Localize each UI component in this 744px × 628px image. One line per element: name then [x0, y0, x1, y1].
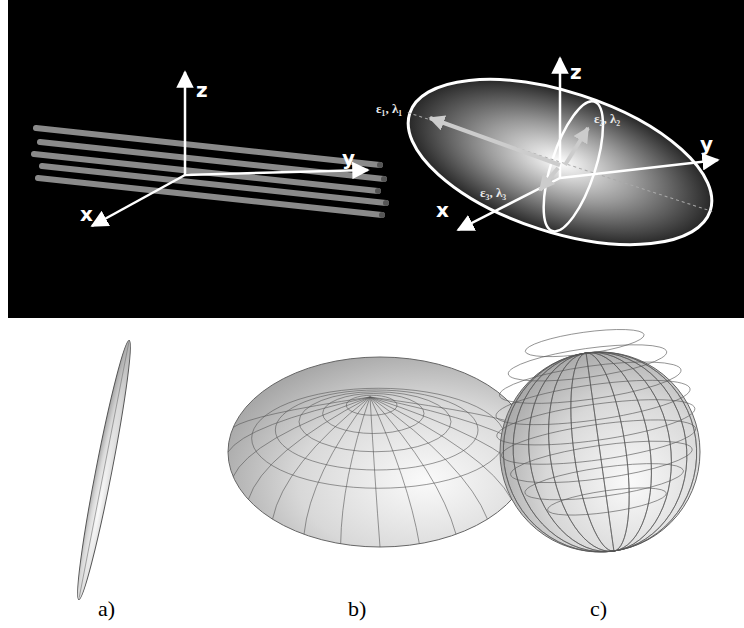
meridian — [233, 397, 370, 427]
eigen-label: ε₁, λ₁ — [376, 102, 402, 115]
axis-label: y — [700, 134, 713, 154]
eigen-label: ε₃, λ₃ — [480, 186, 506, 199]
parallel — [346, 395, 397, 415]
fibre-end — [383, 200, 389, 206]
panel-label: c) — [590, 598, 607, 620]
meridian — [490, 340, 709, 565]
eigen-label: ε₂, λ₂ — [594, 112, 620, 125]
meridian — [500, 341, 699, 563]
meridian — [233, 397, 370, 477]
meridian — [560, 349, 639, 554]
parallel — [494, 371, 693, 433]
axis-label: x — [436, 200, 449, 220]
panel-label: b) — [348, 598, 366, 620]
meridian — [490, 340, 709, 565]
parallel — [299, 392, 451, 452]
fibre-end — [377, 162, 383, 168]
fibre-end — [381, 176, 387, 182]
parallel — [323, 394, 424, 434]
axis-label: y — [342, 148, 355, 168]
parallel — [252, 388, 505, 488]
meridian — [341, 397, 370, 544]
fibre-end — [375, 188, 381, 194]
meridian — [304, 397, 370, 534]
parallel — [494, 391, 697, 454]
axis-label: x — [80, 204, 93, 224]
meridian — [370, 397, 380, 547]
parallel — [524, 324, 646, 362]
parallel — [275, 390, 478, 470]
fibre-end — [379, 212, 385, 218]
meridian — [500, 341, 699, 563]
meridian — [537, 346, 664, 558]
meridian — [560, 349, 639, 554]
panel-label: a) — [98, 598, 115, 620]
sphere-grid — [490, 324, 709, 564]
axis-label: z — [196, 80, 208, 100]
meridian — [370, 397, 419, 544]
meridian — [370, 397, 487, 519]
meridian — [537, 346, 664, 558]
parallel — [523, 456, 685, 507]
ellipsoid-grid — [228, 388, 532, 547]
parallel — [497, 354, 683, 412]
meridian — [273, 397, 370, 519]
axis-label: z — [570, 62, 582, 82]
parallel — [546, 482, 668, 520]
